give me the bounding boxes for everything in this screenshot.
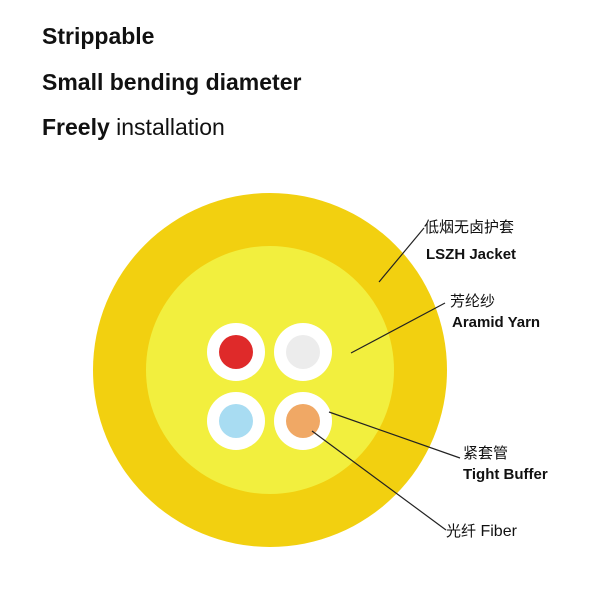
fiber-orange [286, 404, 320, 438]
feature-freely-installation: Freely installation [42, 113, 225, 141]
fiber-white [286, 335, 320, 369]
feature-small-bending-diameter: Small bending diameter [42, 68, 301, 96]
aramid-yarn-layer [146, 246, 394, 494]
feature-bold-text: Strippable [42, 23, 155, 49]
feature-bold-text: Freely [42, 114, 110, 140]
fiber-label-cn: 光纤 [446, 522, 477, 540]
leader-line-jacket [378, 227, 425, 283]
feature-rest-text: installation [109, 114, 225, 140]
jacket-label-cn: 低烟无卤护套 [424, 218, 515, 236]
leader-line-buffer [328, 411, 461, 459]
buffer-label-cn: 紧套管 [463, 444, 509, 462]
leader-line-aramid [350, 302, 446, 354]
fiber-label-en: Fiber [480, 523, 517, 540]
jacket-label-en: LSZH Jacket [426, 246, 517, 263]
feature-bold-text: Small bending diameter [42, 69, 302, 95]
buffer-label-en: Tight Buffer [463, 466, 548, 483]
leader-line-fiber [311, 430, 447, 531]
aramid-label-en: Aramid Yarn [452, 314, 541, 331]
fiber-blue [219, 404, 253, 438]
fiber-label: 光纤 Fiber [446, 522, 517, 541]
feature-strippable: Strippable [42, 22, 154, 50]
fiber-red [219, 335, 253, 369]
aramid-label-cn: 芳纶纱 [450, 292, 496, 310]
